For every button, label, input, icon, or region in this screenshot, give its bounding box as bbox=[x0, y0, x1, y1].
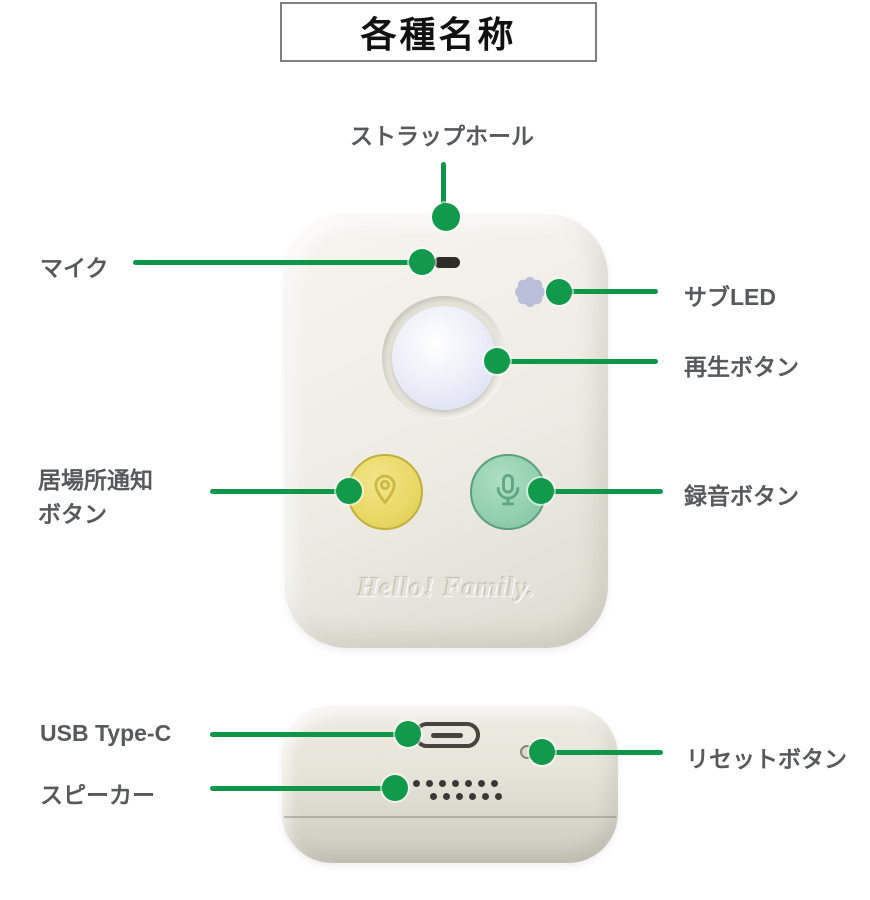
strap-hole-leader-line bbox=[441, 162, 446, 218]
case-seam-line bbox=[284, 816, 616, 818]
usb-label: USB Type-C bbox=[40, 720, 172, 746]
microphone-hole bbox=[434, 257, 460, 268]
strap-hole-dot bbox=[432, 203, 460, 231]
play-button-label: 再生ボタン bbox=[684, 354, 799, 380]
sub-led-label: サブLED bbox=[684, 284, 776, 310]
location-pin-icon bbox=[366, 471, 404, 514]
reset-leader-line bbox=[542, 750, 663, 755]
speaker-label: スピーカー bbox=[40, 782, 155, 808]
usb-type-c-port bbox=[414, 722, 480, 748]
location-dot bbox=[336, 478, 362, 504]
play-dot bbox=[484, 348, 510, 374]
strap-hole-label: ストラップホール bbox=[350, 123, 534, 149]
speaker-leader-line bbox=[210, 786, 395, 791]
brand-logo: Hello! Family. bbox=[357, 572, 536, 602]
page-title: 各種名称 bbox=[360, 14, 517, 55]
mic-icon bbox=[489, 471, 527, 514]
sub-led-icon bbox=[512, 274, 548, 310]
record-button-label: 録音ボタン bbox=[684, 483, 799, 509]
mic-leader-line bbox=[133, 260, 422, 265]
usb-leader-line bbox=[210, 732, 408, 737]
location-notify-button bbox=[347, 454, 423, 530]
sub-led-leader-line bbox=[559, 289, 658, 294]
mic-label: マイク bbox=[40, 255, 109, 281]
play-leader-line bbox=[497, 359, 658, 364]
page-title-box: 各種名称 bbox=[280, 2, 597, 62]
location-button-label-line2: ボタン bbox=[38, 501, 107, 527]
speaker-dot bbox=[382, 775, 408, 801]
play-button bbox=[392, 306, 496, 410]
location-button-label-line1: 居場所通知 bbox=[38, 467, 153, 493]
mic-dot bbox=[409, 249, 435, 275]
reset-button-label: リセットボタン bbox=[686, 746, 847, 772]
location-leader-line bbox=[210, 489, 349, 494]
reset-dot bbox=[529, 739, 555, 765]
record-dot bbox=[528, 478, 554, 504]
usb-port-slot bbox=[431, 732, 463, 738]
sub-led-dot bbox=[546, 279, 572, 305]
record-leader-line bbox=[541, 489, 663, 494]
usb-dot bbox=[395, 721, 421, 747]
